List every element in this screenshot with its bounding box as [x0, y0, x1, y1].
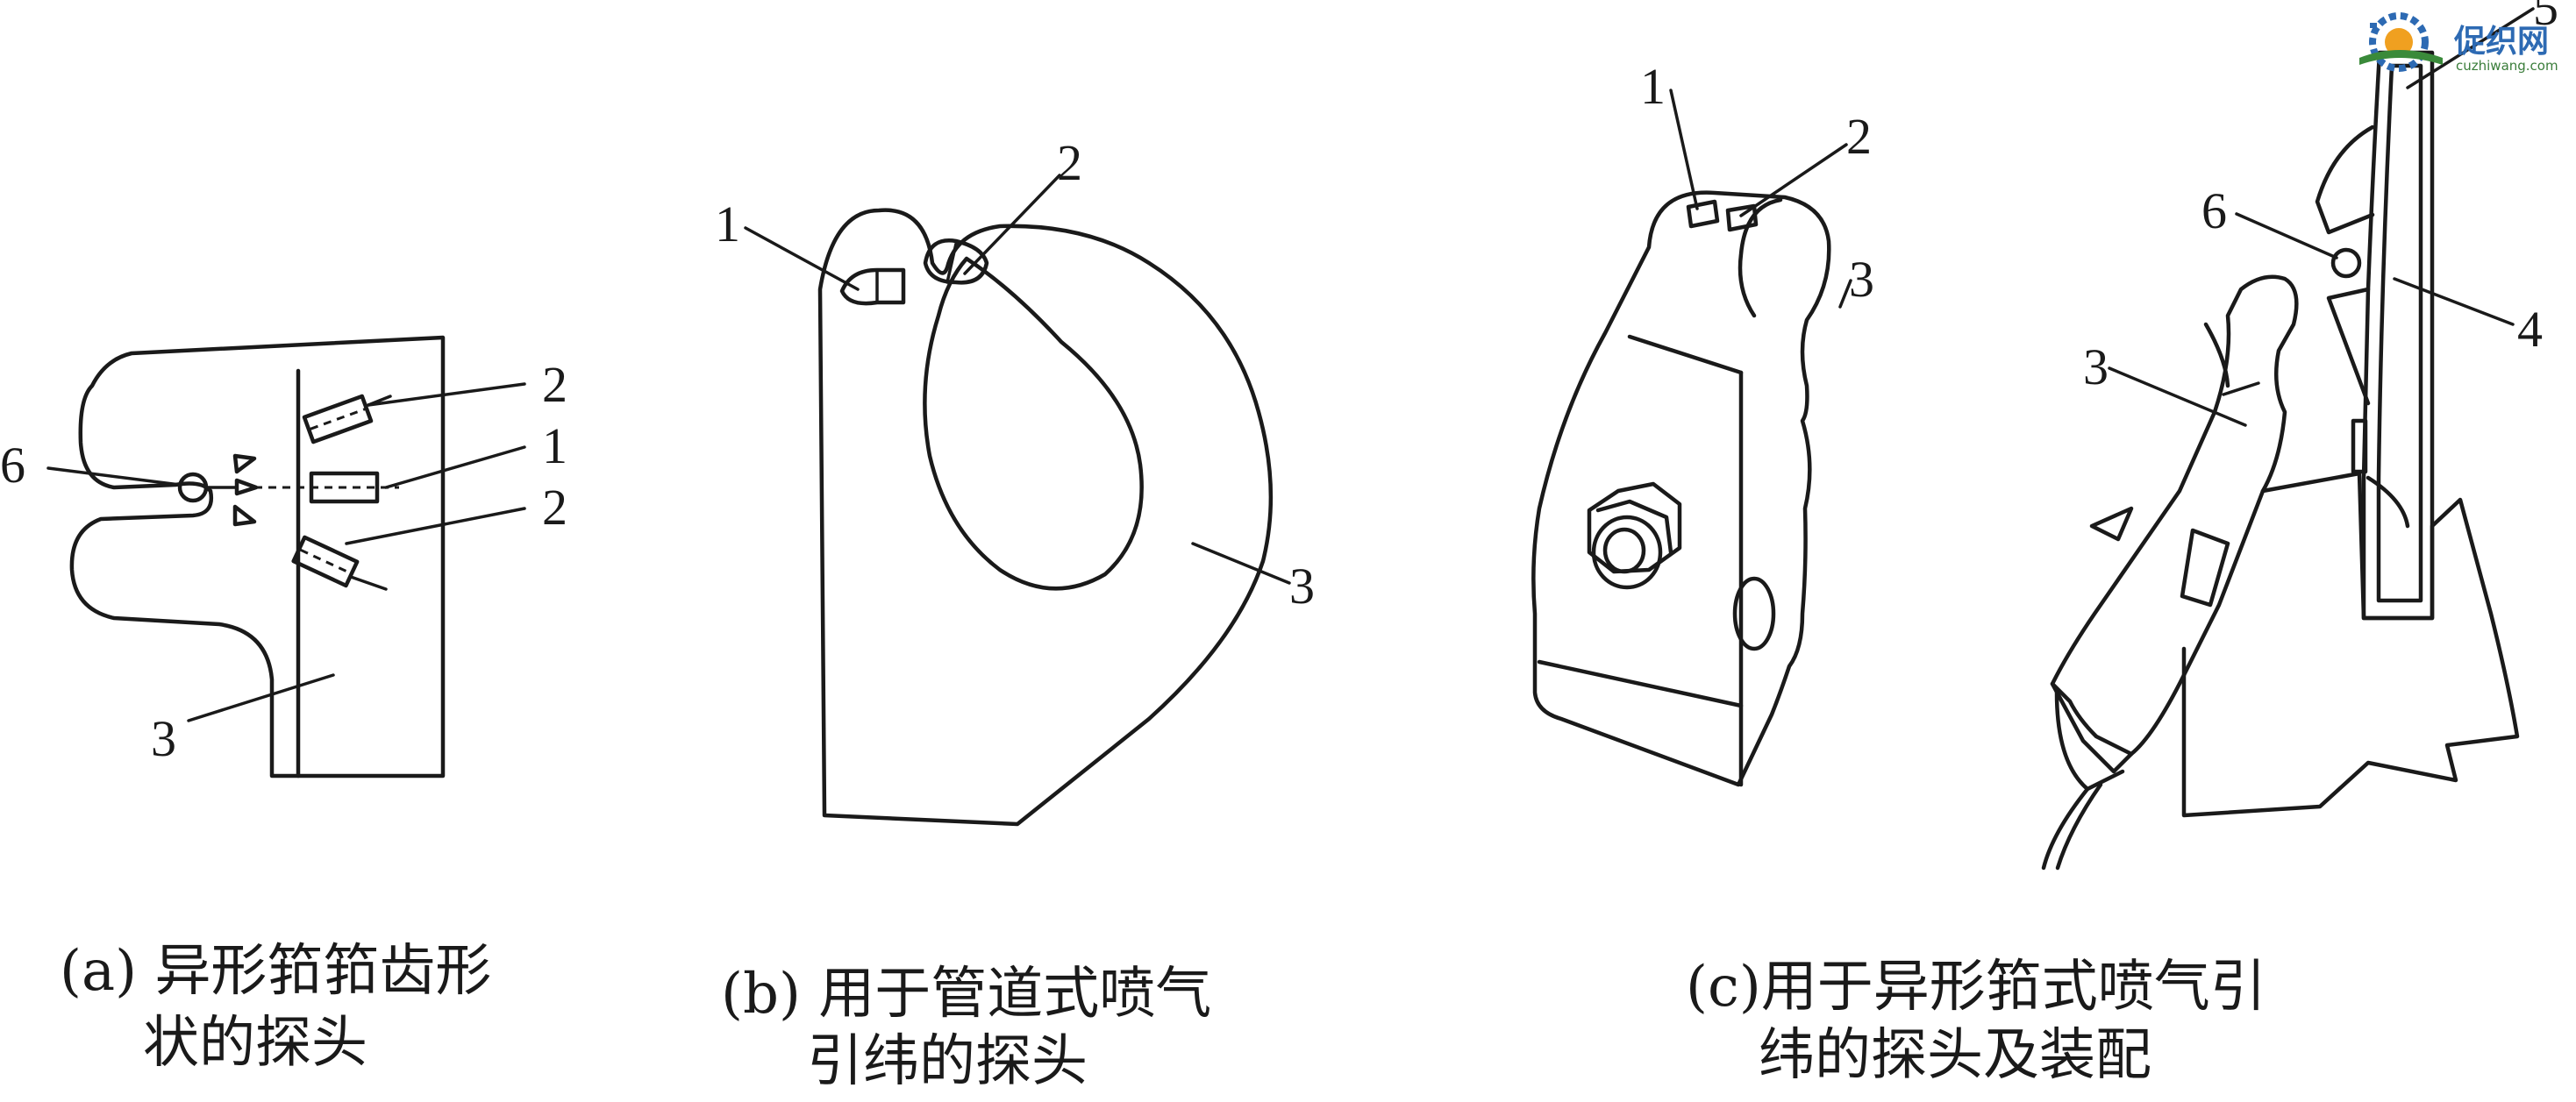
label-b-2: 2 [1057, 134, 1082, 191]
sley-base-outline [2181, 471, 2520, 818]
label-c1-2: 2 [1846, 108, 1872, 165]
logo-url: cuzhiwang.com [2456, 58, 2558, 74]
reed-bar-outline [2361, 50, 2435, 621]
sensor-c-1 [1686, 199, 1720, 229]
sensor-b-1 [839, 267, 906, 306]
cable-2 [2055, 782, 2103, 871]
caption-a-line1: (a) 异形筘筘齿形 [60, 939, 492, 1004]
probe-b-inner-loop [923, 256, 1144, 591]
label-c1-3: 3 [1849, 251, 1874, 308]
caption-c-line1: (c)用于异形筘式喷气引 [1686, 955, 2266, 1020]
probe-b: 1 2 3 [715, 134, 1315, 827]
label-c2-4: 4 [2517, 301, 2543, 358]
mounting-hole [1732, 576, 1776, 651]
reed-clamp-block [2351, 418, 2368, 474]
caption-a-line2: 状的探头 [143, 1011, 367, 1076]
beam-triangle-top [232, 453, 257, 474]
emitter-c-6 [2330, 247, 2362, 279]
bolt-head [1591, 515, 1663, 590]
hex-nut-inner-edge [1595, 499, 1673, 555]
label-a-2-top: 2 [542, 356, 567, 413]
probe-c-block-groove-bottom [1537, 659, 1744, 708]
probe-arm-edge [2203, 322, 2230, 388]
sensor-a-1 [254, 471, 399, 504]
assembly-c: 3 6 4 5 [2041, 0, 2558, 871]
sensor-a-2-bottom [291, 535, 360, 588]
caption-b-line1: (b) 用于管道式喷气 [721, 962, 1212, 1027]
probe-a: 2 1 2 6 3 [0, 335, 567, 779]
sensor-a-2-top [302, 394, 374, 444]
label-b-1: 1 [715, 196, 740, 252]
probe-c-block-groove-top [1627, 334, 1744, 375]
probe-arm-window [2180, 528, 2230, 608]
probe-arm-tab [2089, 506, 2134, 542]
label-a-3: 3 [151, 710, 176, 767]
probe-b-outline [817, 208, 1274, 827]
label-a-1: 1 [542, 417, 567, 474]
sley-inner-edge [2365, 475, 2410, 529]
probe-c-block-front-edge [1738, 197, 1783, 318]
probe-arm-outline [2050, 274, 2299, 757]
label-b-3: 3 [1289, 558, 1315, 615]
probe-a-outline [69, 335, 446, 779]
sensor-b-2 [923, 238, 989, 285]
middle-wedge [2326, 287, 2371, 406]
beam-triangle-mid [234, 478, 259, 496]
sensor-c-2 [1725, 203, 1759, 232]
caption-b-line2: 引纬的探头 [807, 1029, 1088, 1094]
logo-name: 促织网 [2454, 24, 2550, 60]
label-c1-1: 1 [1640, 58, 1666, 115]
probe-tip [2050, 681, 2134, 774]
hex-nut [1587, 481, 1682, 574]
probe-c-block: 1 2 3 [1531, 58, 1874, 787]
probe-c-block-outline [1531, 190, 1831, 787]
label-a-6: 6 [0, 437, 25, 494]
label-c2-5: 5 [2533, 0, 2558, 36]
watermark-logo: 促织网 cuzhiwang.com [2351, 7, 2570, 77]
label-c2-3: 3 [2083, 338, 2109, 395]
caption-c-line2: 纬的探头及装配 [1759, 1023, 2151, 1088]
reed-bar-inner [2376, 63, 2423, 603]
label-a-2-bottom: 2 [542, 479, 567, 536]
upper-mount [2315, 124, 2375, 235]
label-c2-6: 6 [2201, 182, 2227, 239]
beam-triangle-bottom [232, 504, 257, 527]
gear-sun-logo-icon [2359, 12, 2443, 72]
probe-tip-lower [2054, 690, 2125, 792]
cable [2041, 786, 2090, 871]
bolt-head-inner [1602, 527, 1646, 574]
